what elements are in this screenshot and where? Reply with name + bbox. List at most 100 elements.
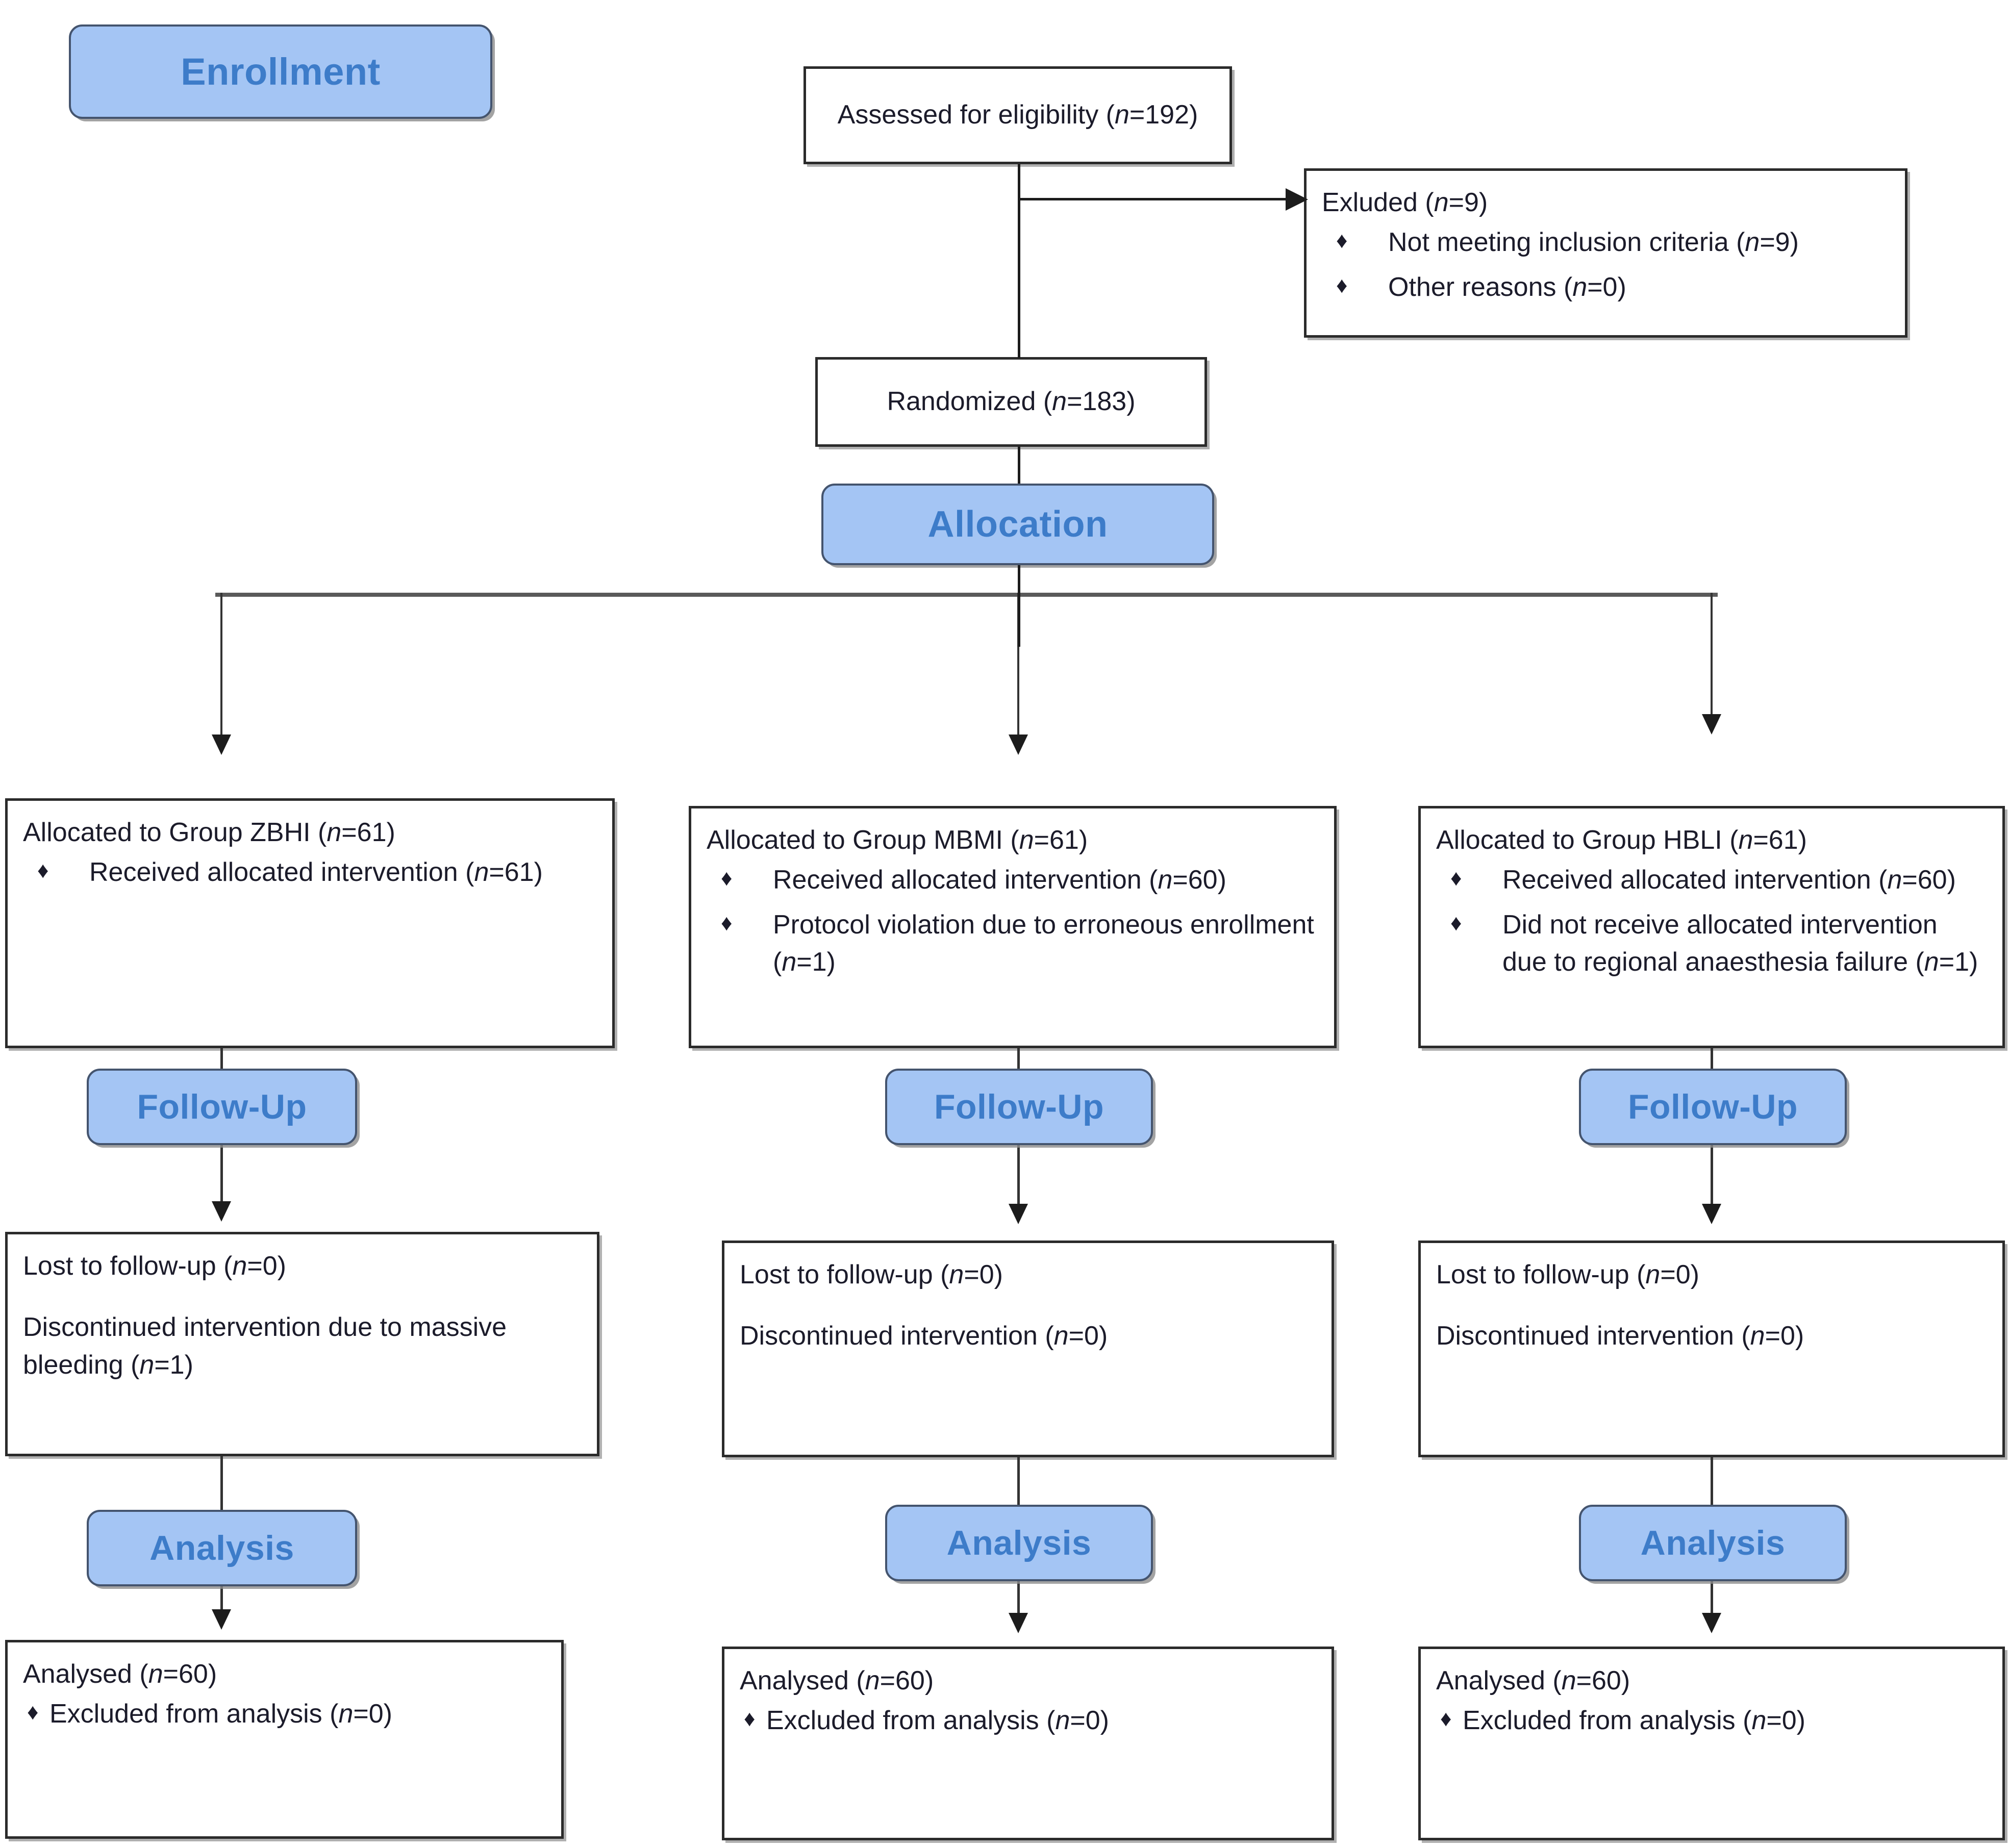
- followup-hbli-1-suffix: =0): [1765, 1321, 1804, 1351]
- followup-line-mbmi-1: Discontinued intervention (n=0): [740, 1318, 1316, 1355]
- analysed-content-mbmi: Analysed (n=60) ♦ Excluded from analysis…: [724, 1649, 1332, 1756]
- connector-randomized-to-allocation: [1018, 447, 1020, 491]
- allocation-content-mbmi: Allocated to Group MBMI (n=61) ♦ Receive…: [691, 808, 1334, 1002]
- analysed-content-zbhi: Analysed (n=60) ♦ Excluded from analysis…: [8, 1642, 561, 1750]
- followup-zbhi-1-prefix: Discontinued intervention due to massive…: [23, 1312, 507, 1380]
- analysed-list-hbli: ♦ Excluded from analysis (n=0): [1436, 1702, 1987, 1740]
- diamond-bullet-icon: ♦: [721, 910, 733, 935]
- allocation-item-hbli-0-prefix: Received allocated intervention (: [1502, 865, 1888, 895]
- stage-badge-followup-mbmi: Follow-Up: [885, 1069, 1153, 1145]
- list-item: ♦ Not meeting inclusion criteria (n=9): [1322, 224, 1890, 262]
- analysed-heading-zbhi-prefix: Analysed (: [23, 1659, 148, 1689]
- followup-hbli-1-prefix: Discontinued intervention (: [1436, 1321, 1750, 1351]
- followup-hbli-0-prefix: Lost to follow-up (: [1436, 1260, 1646, 1289]
- assessed-for-eligibility-text: Assessed for eligibility (n=192): [806, 69, 1229, 162]
- analysed-heading-hbli-suffix: =60): [1576, 1666, 1630, 1695]
- allocation-box-hbli: Allocated to Group HBLI (n=61) ♦ Receive…: [1418, 806, 2005, 1048]
- analysed-heading-mbmi-suffix: =60): [880, 1666, 934, 1695]
- excluded-item-0-prefix: Not meeting inclusion criteria (: [1388, 227, 1745, 257]
- list-item: ♦ Excluded from analysis (n=0): [1436, 1702, 1987, 1740]
- stage-badge-followup-hbli: Follow-Up: [1579, 1069, 1847, 1145]
- allocation-list-mbmi: ♦ Received allocated intervention (n=60)…: [707, 862, 1319, 981]
- allocation-box-zbhi: Allocated to Group ZBHI (n=61) ♦ Receive…: [5, 798, 615, 1048]
- allocation-item-hbli-1-prefix: Did not receive allocated intervention d…: [1502, 909, 1938, 977]
- excluded-heading-val: =9): [1448, 188, 1488, 217]
- connector-split-middle: [1017, 593, 1019, 746]
- analysed-item-hbli-0-suffix: =0): [1766, 1705, 1805, 1735]
- analysed-list-mbmi: ♦ Excluded from analysis (n=0): [740, 1702, 1316, 1740]
- stage-badge-analysis-hbli: Analysis: [1579, 1505, 1847, 1581]
- connector-split-left: [220, 593, 222, 746]
- arrow-to-excluded: [1286, 188, 1308, 211]
- followup-mbmi-1-suffix: =0): [1068, 1321, 1108, 1351]
- allocation-item-mbmi-0-prefix: Received allocated intervention (: [773, 865, 1158, 895]
- arrow-to-allocation-hbli: [1702, 714, 1721, 735]
- followup-zbhi-0-n: n: [232, 1251, 247, 1281]
- analysed-heading-mbmi-prefix: Analysed (: [740, 1666, 865, 1695]
- analysed-item-zbhi-0-n: n: [338, 1699, 354, 1729]
- allocation-list-hbli: ♦ Received allocated intervention (n=60)…: [1436, 862, 1987, 981]
- analysed-box-mbmi: Analysed (n=60) ♦ Excluded from analysis…: [722, 1647, 1334, 1840]
- arrow-hbli-to-analysed-box: [1702, 1613, 1721, 1633]
- diamond-bullet-icon: ♦: [37, 857, 49, 883]
- allocation-list-zbhi: ♦ Received allocated intervention (n=61): [23, 854, 597, 892]
- allocation-heading-hbli-prefix: Allocated to Group HBLI (: [1436, 825, 1739, 855]
- followup-line-hbli-1: Discontinued intervention (n=0): [1436, 1318, 1987, 1355]
- allocation-heading-mbmi-n: n: [1019, 825, 1034, 855]
- arrow-to-allocation-zbhi: [212, 735, 231, 755]
- arrow-to-allocation-mbmi: [1009, 735, 1028, 755]
- randomized-n: n: [1052, 387, 1067, 417]
- list-item: ♦ Did not receive allocated intervention…: [1436, 906, 1987, 982]
- followup-content-zbhi: Lost to follow-up (n=0) Discontinued int…: [8, 1234, 597, 1397]
- excluded-item-0-suffix: =9): [1760, 227, 1799, 257]
- analysed-item-mbmi-0-n: n: [1055, 1705, 1070, 1735]
- arrow-zbhi-to-followup-box: [212, 1201, 231, 1222]
- list-item: ♦ Received allocated intervention (n=60): [707, 862, 1319, 899]
- followup-line-zbhi-1: Discontinued intervention due to massive…: [23, 1309, 582, 1384]
- stage-badge-enrollment: Enrollment: [69, 24, 492, 119]
- analysed-heading-zbhi: Analysed (n=60): [23, 1656, 546, 1693]
- analysed-item-mbmi-0-prefix: Excluded from analysis (: [766, 1705, 1056, 1735]
- allocation-item-mbmi-0-n: n: [1158, 865, 1173, 895]
- analysed-heading-mbmi-n: n: [865, 1666, 880, 1695]
- randomized-text: Randomized (n=183): [818, 360, 1204, 444]
- followup-line-hbli-0: Lost to follow-up (n=0): [1436, 1256, 1987, 1294]
- analysed-heading-mbmi: Analysed (n=60): [740, 1662, 1316, 1700]
- connector-to-excluded: [1018, 198, 1286, 200]
- diamond-bullet-icon: ♦: [27, 1699, 39, 1725]
- followup-zbhi-1-n: n: [139, 1350, 155, 1380]
- connector-allocation-stem: [1018, 565, 1020, 647]
- allocation-item-mbmi-0-suffix: =60): [1172, 865, 1226, 895]
- analysed-heading-zbhi-n: n: [148, 1659, 163, 1689]
- arrow-mbmi-to-analysed-box: [1009, 1613, 1028, 1633]
- excluded-heading: Exluded (n=9): [1322, 184, 1890, 222]
- followup-box-zbhi: Lost to follow-up (n=0) Discontinued int…: [5, 1232, 599, 1456]
- followup-zbhi-0-suffix: =0): [247, 1251, 286, 1281]
- allocation-heading-zbhi: Allocated to Group ZBHI (n=61): [23, 814, 597, 852]
- analysed-content-hbli: Analysed (n=60) ♦ Excluded from analysis…: [1421, 1649, 2002, 1756]
- allocation-item-zbhi-0-n: n: [474, 857, 489, 887]
- analysed-box-zbhi: Analysed (n=60) ♦ Excluded from analysis…: [5, 1640, 564, 1839]
- allocation-item-hbli-0-suffix: =60): [1902, 865, 1956, 895]
- followup-zbhi-0-prefix: Lost to follow-up (: [23, 1251, 233, 1281]
- diamond-bullet-icon: ♦: [1336, 227, 1348, 253]
- followup-mbmi-0-suffix: =0): [964, 1260, 1003, 1289]
- excluded-heading-prefix: Exluded (: [1322, 188, 1434, 217]
- list-item: ♦ Other reasons (n=0): [1322, 269, 1890, 307]
- allocation-content-zbhi: Allocated to Group ZBHI (n=61) ♦ Receive…: [8, 801, 612, 912]
- excluded-reason-list: ♦ Not meeting inclusion criteria (n=9) ♦…: [1322, 224, 1890, 307]
- list-item: ♦ Received allocated intervention (n=60): [1436, 862, 1987, 899]
- analysed-item-mbmi-0-suffix: =0): [1070, 1705, 1109, 1735]
- allocation-heading-zbhi-n: n: [327, 818, 342, 847]
- analysed-item-hbli-0-n: n: [1751, 1705, 1767, 1735]
- analysed-heading-hbli-n: n: [1561, 1666, 1576, 1695]
- excluded-item-1-suffix: =0): [1587, 272, 1626, 302]
- allocation-item-hbli-1-suffix: =1): [1939, 947, 1978, 977]
- allocation-heading-hbli-n: n: [1738, 825, 1753, 855]
- assessed-label-prefix: Assessed for eligibility (: [837, 100, 1115, 130]
- followup-box-hbli: Lost to follow-up (n=0) Discontinued int…: [1418, 1241, 2005, 1457]
- allocation-heading-mbmi: Allocated to Group MBMI (n=61): [707, 822, 1319, 859]
- allocation-box-mbmi: Allocated to Group MBMI (n=61) ♦ Receive…: [689, 806, 1337, 1048]
- allocation-heading-hbli: Allocated to Group HBLI (n=61): [1436, 822, 1987, 859]
